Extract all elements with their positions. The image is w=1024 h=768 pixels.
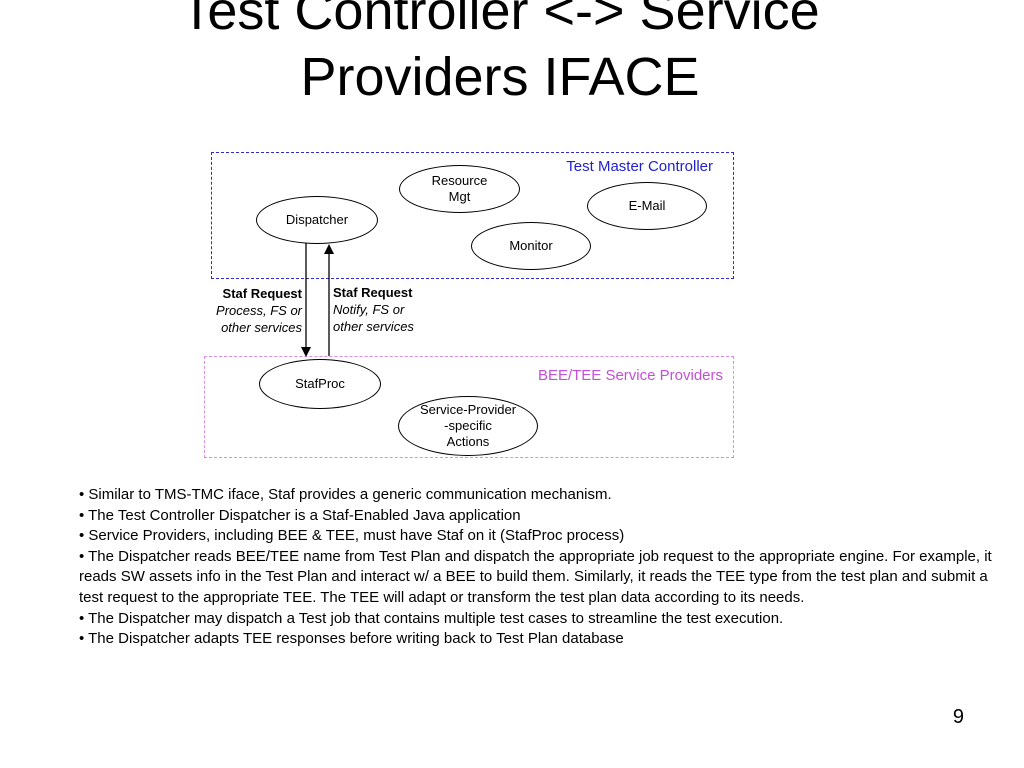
test-master-controller-label: Test Master Controller (566, 158, 713, 175)
email-node: E-Mail (587, 182, 707, 230)
note-item: • The Dispatcher adapts TEE responses be… (79, 630, 624, 648)
staf-request-notify-line-2: other services (333, 319, 414, 334)
staf-request-process-title: Staf Request (222, 286, 302, 301)
service-provider-actions-line-2: -specific (444, 418, 492, 433)
service-provider-actions-node: Service-Provider -specific Actions (398, 396, 538, 456)
service-provider-actions-line-3: Actions (446, 434, 490, 449)
staf-request-notify-line-1: Notify, FS or (333, 302, 405, 317)
service-provider-actions-line-1: Service-Provider (419, 402, 517, 417)
slide-title: Test Controller <-> Service Providers IF… (0, 0, 1000, 110)
notes-list: • Similar to TMS-TMC iface, Staf provide… (79, 485, 1009, 650)
page-number: 9 (952, 706, 964, 728)
note-item: • The Dispatcher reads BEE/TEE name from… (79, 547, 992, 606)
stafproc-label: StafProc (295, 376, 345, 391)
monitor-node: Monitor (471, 222, 591, 270)
resource-mgt-node: Resource Mgt (399, 165, 520, 213)
staf-request-process-annotation: Staf Request Process, FS or other servic… (216, 285, 302, 336)
resource-mgt-label-line-1: Resource (431, 173, 488, 188)
service-providers-group: BEE/TEE Service Providers (204, 356, 734, 458)
staf-request-notify-title: Staf Request (333, 285, 413, 300)
note-item: • The Dispatcher may dispatch a Test job… (79, 609, 784, 627)
slide-title-line-2: Providers IFACE (300, 47, 700, 107)
monitor-label: Monitor (509, 238, 553, 253)
service-providers-label: BEE/TEE Service Providers (537, 367, 723, 384)
slide-title-line-1: Test Controller <-> Service (180, 0, 820, 41)
test-master-controller-group: Test Master Controller (211, 152, 734, 279)
note-item: • The Test Controller Dispatcher is a St… (79, 506, 521, 524)
staf-request-notify-annotation: Staf Request Notify, FS or other service… (333, 284, 414, 335)
stafproc-node: StafProc (259, 359, 381, 409)
note-item: • Similar to TMS-TMC iface, Staf provide… (79, 486, 612, 503)
dispatcher-node: Dispatcher (256, 196, 378, 244)
staf-request-process-line-2: other services (221, 320, 302, 335)
resource-mgt-label-line-2: Mgt (448, 189, 471, 204)
staf-request-process-line-1: Process, FS or (216, 303, 302, 318)
note-item: • Service Providers, including BEE & TEE… (79, 527, 625, 545)
email-label: E-Mail (628, 198, 666, 213)
dispatcher-label: Dispatcher (285, 212, 349, 227)
